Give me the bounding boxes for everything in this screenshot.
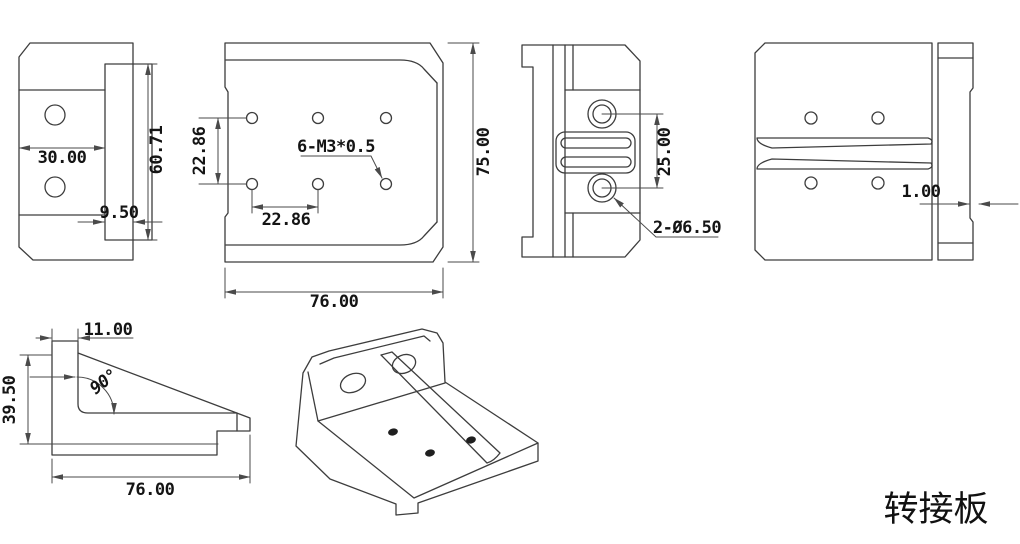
drawing-title: 转接板 [883,490,988,529]
iso-base-hole [425,449,435,457]
front-pocket-bottom-line [225,221,438,246]
dim-text-76-front: 76.00 [310,292,359,312]
profile-outline [51,340,251,456]
front-tapped-hole [245,177,259,191]
dim-text-11: 11.00 [84,320,133,340]
view-front: 22.86 22.86 6-M3*0.5 75.00 76.00 [190,42,494,312]
dim-text-90: 90° [86,365,121,399]
left-side-hole [44,104,66,126]
front-tapped-hole [245,111,259,125]
dim-text-60-71: 60.71 [147,125,167,174]
back-hole [871,111,885,125]
view-left-side: 30.00 60.71 9.50 [18,42,167,261]
iso-silhouette [295,328,539,516]
front-tapped-hole [311,111,325,125]
back-hole [804,176,818,190]
dim-text-25: 25.00 [655,127,675,176]
dim-text-30: 30.00 [38,148,87,168]
front-tapped-hole [379,111,393,125]
callout-text-threads: 6-M3*0.5 [297,137,375,157]
right-side-outline [521,44,641,258]
dim-text-39-50: 39.50 [0,375,20,424]
dim-text-75: 75.00 [474,127,494,176]
iso-wall-hole [391,353,417,375]
iso-wall-hole [339,372,367,394]
iso-base-hole [466,436,476,444]
back-hole [871,176,885,190]
back-groove-lower [756,158,933,170]
callout-leader-holes [613,197,719,238]
back-strip-outline [937,42,974,261]
angle-arc [76,376,117,415]
view-profile: 11.00 39.50 90° 76.00 [0,320,251,500]
iso-wall-front-edge [307,371,319,422]
view-isometric [295,328,539,516]
right-side-slot-rib [560,156,632,168]
dim-text-22-86-h: 22.86 [262,210,311,230]
back-plate-outline [754,42,933,261]
dim-text-1-00: 1.00 [902,182,941,202]
right-side-slot [555,131,636,174]
view-right-side: 25.00 2-Ø6.50 [521,44,722,258]
iso-base-top-face [317,382,539,499]
right-side-slot-rib [560,137,632,149]
view-back: 1.00 [754,42,1019,261]
front-tapped-hole [379,177,393,191]
left-side-hole [44,176,66,198]
callout-text-holes: 2-Ø6.50 [653,218,721,238]
iso-gusset-rib [380,351,501,464]
dim-text-76-profile: 76.00 [126,480,175,500]
back-hole [804,111,818,125]
dim-text-9-50: 9.50 [100,203,139,223]
front-pocket-top-line [225,59,438,84]
front-tapped-hole [311,177,325,191]
profile-inner-corner [77,352,238,432]
iso-wall-top-face [319,335,431,365]
callout-leader-threads [300,155,383,179]
back-groove-upper [756,137,933,149]
dim-text-22-86-v: 22.86 [190,126,210,175]
left-side-body-outline [18,42,134,261]
iso-base-hole [388,428,398,436]
front-plate-outline [224,42,444,263]
